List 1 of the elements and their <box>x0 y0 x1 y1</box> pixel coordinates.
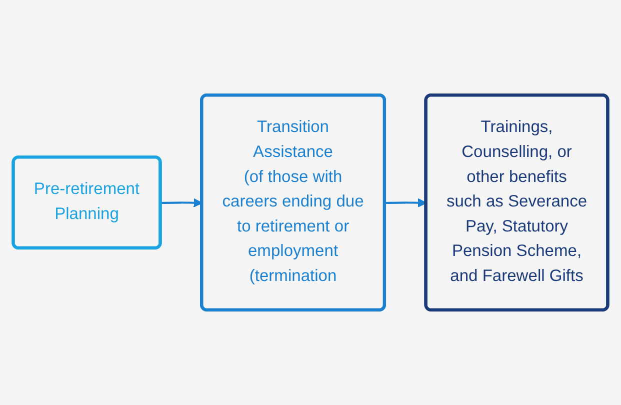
process-flow-diagram: Pre-retirement Planning Transition Assistance (of those with careers ending due to retirement or employment (termination Trainings, Counselling, or other benefits such as Severance Pay, Statutory Pension Scheme, and Farewell Gifts <box>5 5 616 400</box>
